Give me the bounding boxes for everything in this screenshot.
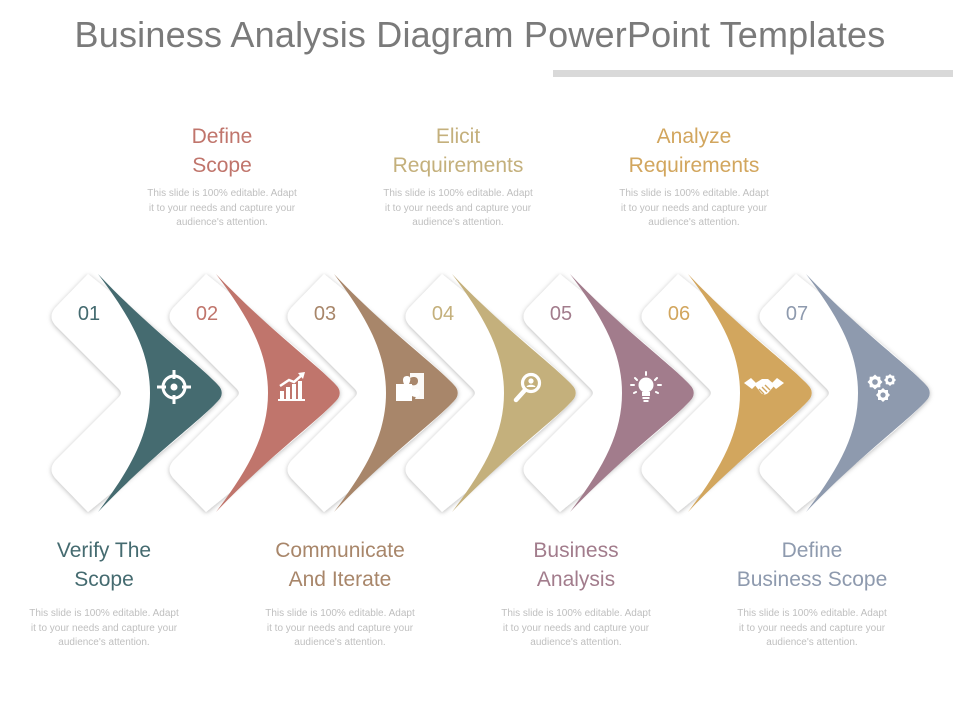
step-label-line1: Communicate [275,539,405,562]
step-label-line2: Scope [192,154,252,177]
step-02-description: This slide is 100% editable. Adapt it to… [147,188,297,228]
step-07-chevron-base [759,274,930,512]
step-06-chevron-base [641,274,812,512]
step-label-line2: Analysis [536,568,616,591]
step-01-description: This slide is 100% editable. Adapt it to… [29,608,179,648]
step-01-blade [98,274,222,512]
step-04-description: This slide is 100% editable. Adapt it to… [383,188,533,228]
step-label-line1: Elicit [435,125,481,148]
crosshair-icon [157,370,191,404]
step-06-number: 06 [668,303,690,325]
step-label-line2: Business Scope [736,568,888,591]
step-05-blade [570,274,694,512]
step-01-number: 01 [78,303,100,325]
step-02-number: 02 [196,303,218,325]
step-02-chevron: 02 [169,274,340,512]
step-label-line1: Define [191,125,253,148]
step-07-description: This slide is 100% editable. Adapt it to… [737,608,887,648]
step-06-chevron: 06 [641,274,812,512]
title-underline [553,70,953,77]
step-label-line1: Verify The [56,539,152,562]
gears-icon [867,374,896,402]
step-05-chevron-base [523,274,694,512]
step-05-number: 05 [550,303,572,325]
step-04-blade [452,274,576,512]
step-04-number: 04 [432,303,454,325]
lightbulb-icon [630,371,662,402]
step-label-line2: Requirements [392,154,524,177]
step-02-label: Define Scope [122,122,322,180]
step-07-number: 07 [786,303,808,325]
step-01-chevron: 01 [51,274,222,512]
step-01-label: Verify The Scope [4,536,204,594]
step-label-line1: Business [533,539,619,562]
step-03-chevron-base [287,274,458,512]
bar-chart-growth-icon [278,372,305,401]
step-06-blade [688,274,812,512]
step-label-line2: And Iterate [288,568,392,591]
slide-title: Business Analysis Diagram PowerPoint Tem… [74,14,886,55]
step-label-line2: Requirements [628,154,760,177]
handshake-icon [744,378,784,395]
step-05-description: This slide is 100% editable. Adapt it to… [501,608,651,648]
step-04-label: Elicit Requirements [358,122,558,180]
step-04-chevron: 04 [405,274,576,512]
step-03-chevron: 03 [287,274,458,512]
step-03-description: This slide is 100% editable. Adapt it to… [265,608,415,648]
step-03-number: 03 [314,303,336,325]
step-06-description: This slide is 100% editable. Adapt it to… [619,188,769,228]
step-06-label: Analyze Requirements [594,122,794,180]
step-07-blade [806,274,930,512]
step-04-chevron-base [405,274,576,512]
step-05-chevron: 05 [523,274,694,512]
step-07-label: Define Business Scope [712,536,912,594]
step-label-line1: Define [781,539,843,562]
step-02-chevron-base [169,274,340,512]
step-01-chevron-base [51,274,222,512]
step-label-line1: Analyze [656,125,732,148]
step-07-chevron: 07 [759,274,930,512]
step-03-label: Communicate And Iterate [240,536,440,594]
magnifier-icon [513,372,542,403]
puzzle-icon [396,373,424,401]
step-label-line2: Scope [74,568,134,591]
step-05-label: Business Analysis [476,536,676,594]
step-03-blade [334,274,458,512]
step-02-blade [216,274,340,512]
